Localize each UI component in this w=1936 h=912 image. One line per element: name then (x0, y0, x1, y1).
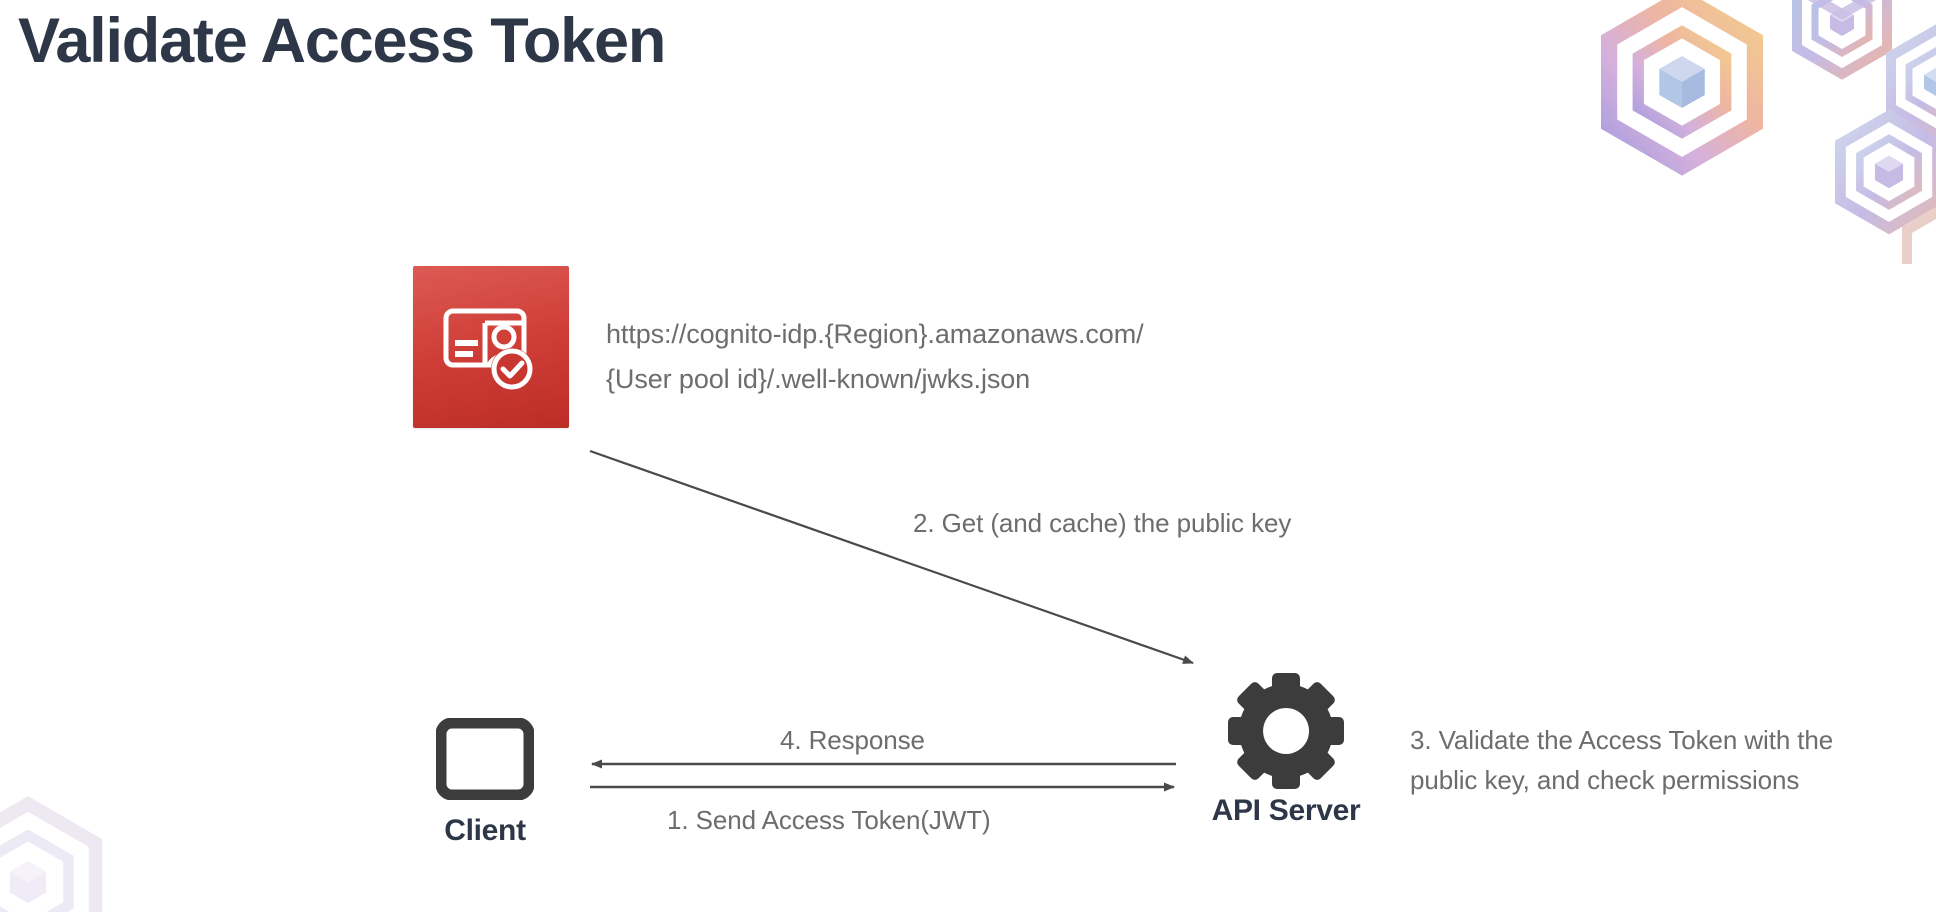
step-3-label-line-1: 3. Validate the Access Token with the (1410, 725, 1834, 755)
jwks-url-text: https://cognito-idp.{Region}.amazonaws.c… (606, 312, 1336, 402)
monitor-icon (436, 718, 534, 800)
hexagon-cube-pattern-icon (0, 796, 103, 912)
arrow-cognito-to-api-server (589, 449, 1194, 665)
gear-icon (1228, 673, 1344, 789)
page-title: Validate Access Token (18, 6, 666, 76)
node-client: Client (420, 718, 550, 848)
hexagon-cube-pattern-icon (1600, 0, 1936, 264)
client-label: Client (444, 814, 526, 847)
aws-cognito-icon (413, 266, 569, 428)
step-2-label: 2. Get (and cache) the public key (913, 508, 1292, 538)
jwks-url-line-2: {User pool id}/.well-known/jwks.json (606, 364, 1031, 394)
node-api-server: API Server (1186, 672, 1386, 828)
step-3-label-line-2: public key, and check permissions (1410, 765, 1800, 795)
jwks-url-line-1: https://cognito-idp.{Region}.amazonaws.c… (606, 319, 1144, 349)
api-server-label: API Server (1211, 794, 1361, 827)
step-1-label: 1. Send Access Token(JWT) (667, 805, 991, 835)
step-4-label: 4. Response (780, 725, 925, 755)
step-3-label: 3. Validate the Access Token with the pu… (1410, 720, 1930, 800)
